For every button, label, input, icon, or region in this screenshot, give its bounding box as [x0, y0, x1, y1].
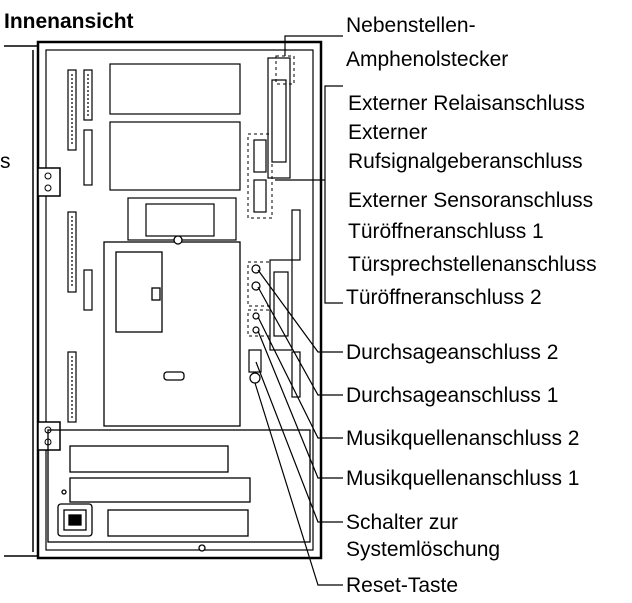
- label-musikquellenanschluss-2: Musikquellenanschluss 2: [346, 427, 580, 450]
- upper-cards: [109, 63, 241, 241]
- jacks: [248, 264, 262, 384]
- label-tueroeffneranschluss-1: Türöffneranschluss 1: [348, 220, 544, 243]
- label-rufsignal-line1: Externer: [348, 121, 428, 144]
- left-door-panel: [4, 45, 39, 557]
- label-nebenstellen-line2: Amphenolstecker: [346, 48, 509, 71]
- label-durchsageanschluss-1: Durchsageanschluss 1: [346, 384, 559, 407]
- label-reset-taste: Reset-Taste: [346, 574, 459, 597]
- left-connector-strips: [67, 69, 93, 423]
- label-durchsageanschluss-2: Durchsageanschluss 2: [346, 341, 559, 364]
- label-rufsignal-line2: Rufsignalgeberanschluss: [348, 150, 583, 173]
- leader-lines: [254, 35, 343, 586]
- hinge-top: [37, 167, 61, 197]
- cut-off-label-fragment: s: [0, 150, 11, 173]
- main-board: [103, 235, 241, 427]
- diagram-title: Innenansicht: [4, 10, 134, 33]
- right-connectors: [253, 57, 301, 398]
- label-schalter-line2: Systemlöschung: [346, 538, 501, 561]
- hinge-bottom: [37, 421, 61, 451]
- label-tueroeffneranschluss-2: Türöffneranschluss 2: [346, 286, 542, 309]
- label-schalter-line1: Schalter zur: [346, 511, 459, 534]
- cabinet-body: [36, 40, 323, 560]
- label-tuersprechstellenanschluss: Türsprechstellenanschluss: [348, 253, 597, 276]
- label-externer-sensoranschluss: Externer Sensoranschluss: [348, 189, 594, 212]
- label-nebenstellen-line1: Nebenstellen-: [346, 14, 476, 37]
- lower-section: [47, 429, 311, 552]
- label-musikquellenanschluss-1: Musikquellenanschluss 1: [346, 467, 580, 490]
- label-externer-relaisanschluss: Externer Relaisanschluss: [348, 92, 585, 115]
